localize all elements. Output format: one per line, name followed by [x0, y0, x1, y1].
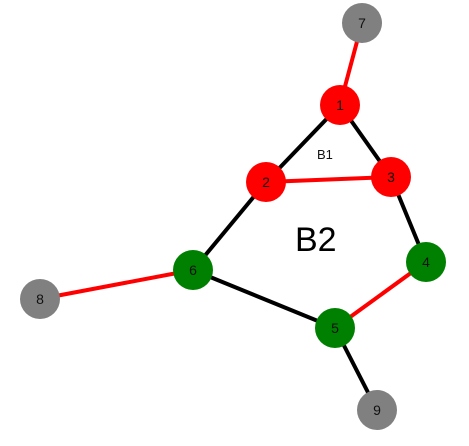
node-label-2: 2: [262, 174, 270, 190]
node-4: 4: [406, 242, 446, 282]
node-label-4: 4: [422, 254, 430, 270]
node-circle-7: [342, 3, 382, 43]
node-circle-4: [406, 242, 446, 282]
node-label-8: 8: [36, 291, 44, 307]
node-circle-6: [173, 250, 213, 290]
node-label-6: 6: [189, 262, 197, 278]
edge-5-6: [192, 268, 336, 330]
node-7: 7: [342, 3, 382, 43]
node-circle-1: [320, 85, 360, 125]
node-label-5: 5: [331, 320, 339, 336]
node-circle-2: [246, 162, 286, 202]
face-label-b2: B2: [295, 221, 337, 259]
node-circle-5: [315, 308, 355, 348]
node-label-9: 9: [373, 402, 381, 418]
node-label-3: 3: [387, 169, 395, 185]
node-circle-9: [357, 390, 397, 430]
node-2: 2: [246, 162, 286, 202]
node-circle-8: [20, 279, 60, 319]
node-label-7: 7: [358, 15, 366, 31]
node-6: 6: [173, 250, 213, 290]
node-9: 9: [357, 390, 397, 430]
edge-6-8: [39, 268, 194, 301]
node-3: 3: [371, 157, 411, 197]
node-1: 1: [320, 85, 360, 125]
nodes: 1 2 3 4 5 6 7 8 9: [20, 3, 446, 430]
edge-2-3: [265, 175, 392, 184]
face-label-b1: B1: [317, 147, 333, 162]
node-label-1: 1: [336, 97, 344, 113]
node-8: 8: [20, 279, 60, 319]
node-5: 5: [315, 308, 355, 348]
edges: [39, 22, 428, 411]
node-circle-3: [371, 157, 411, 197]
